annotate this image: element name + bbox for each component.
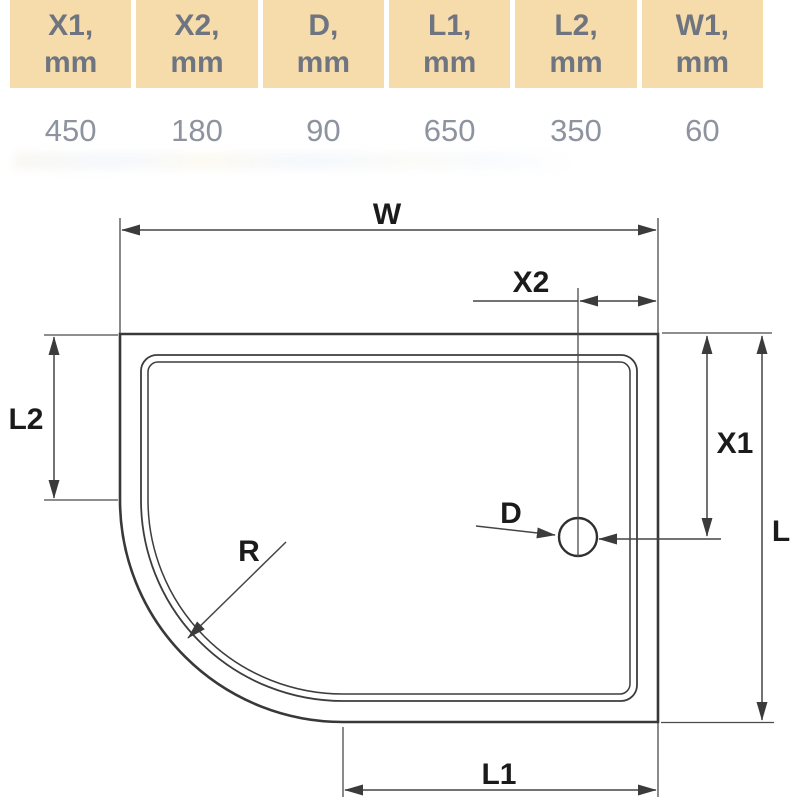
spec-col-header-w1: W1, mm bbox=[641, 0, 763, 88]
label-l: L bbox=[772, 515, 790, 548]
header-symbol: X2, bbox=[174, 9, 220, 42]
header-symbol: L1, bbox=[427, 9, 472, 42]
header-unit: mm bbox=[296, 46, 350, 79]
spec-value-x2: 180 bbox=[136, 88, 258, 160]
spec-value-d: 90 bbox=[262, 88, 384, 160]
dimension-x2: X2 bbox=[473, 266, 657, 307]
header-unit: mm bbox=[43, 46, 98, 79]
tray-outer-edge bbox=[118, 332, 660, 724]
spec-value-row: 450 180 90 650 350 60 bbox=[10, 88, 763, 160]
label-w: W bbox=[373, 198, 402, 231]
dimension-x1: X1 bbox=[662, 332, 772, 537]
spec-col-header-x2: X2, mm bbox=[136, 0, 258, 88]
header-symbol: W1, bbox=[675, 9, 729, 42]
dimension-l2: L2 bbox=[8, 334, 118, 501]
header-unit: mm bbox=[170, 46, 224, 79]
spec-col-header-x1: X1, mm bbox=[10, 0, 132, 88]
label-x1: X1 bbox=[717, 427, 754, 460]
tray-inner-rim-inner-line bbox=[147, 361, 631, 695]
dimension-r: R bbox=[187, 535, 287, 639]
label-l2: L2 bbox=[8, 403, 43, 436]
header-unit: mm bbox=[549, 46, 603, 79]
dimension-l: L bbox=[661, 335, 790, 724]
spec-table: X1, mm X2, mm D, mm L1, mm L2, mm W1, mm bbox=[10, 0, 763, 160]
spec-value-l2: 350 bbox=[515, 88, 637, 160]
label-d: D bbox=[500, 497, 522, 530]
spec-col-header-d: D, mm bbox=[262, 0, 384, 88]
tray-body bbox=[118, 288, 660, 724]
dimension-l1: L1 bbox=[342, 723, 659, 797]
header-symbol: X1, bbox=[48, 9, 94, 42]
spec-col-header-l1: L1, mm bbox=[389, 0, 511, 88]
tray-inner-rim-outer-line bbox=[140, 354, 638, 702]
label-r: R bbox=[238, 535, 260, 568]
spec-value-w1: 60 bbox=[641, 88, 763, 160]
spec-value-l1: 650 bbox=[389, 88, 511, 160]
dimension-w: W bbox=[119, 198, 659, 333]
header-unit: mm bbox=[422, 46, 477, 79]
header-unit: mm bbox=[675, 46, 729, 79]
dimension-d: D bbox=[475, 497, 721, 545]
label-l1: L1 bbox=[481, 758, 516, 791]
label-x2: X2 bbox=[513, 266, 550, 299]
header-symbol: D, bbox=[308, 9, 339, 42]
spec-value-x1: 450 bbox=[10, 88, 132, 160]
header-symbol: L2, bbox=[554, 9, 598, 42]
spec-col-header-l2: L2, mm bbox=[515, 0, 637, 88]
spec-header-row: X1, mm X2, mm D, mm L1, mm L2, mm W1, mm bbox=[10, 0, 763, 88]
faded-text-artifact bbox=[14, 152, 574, 170]
